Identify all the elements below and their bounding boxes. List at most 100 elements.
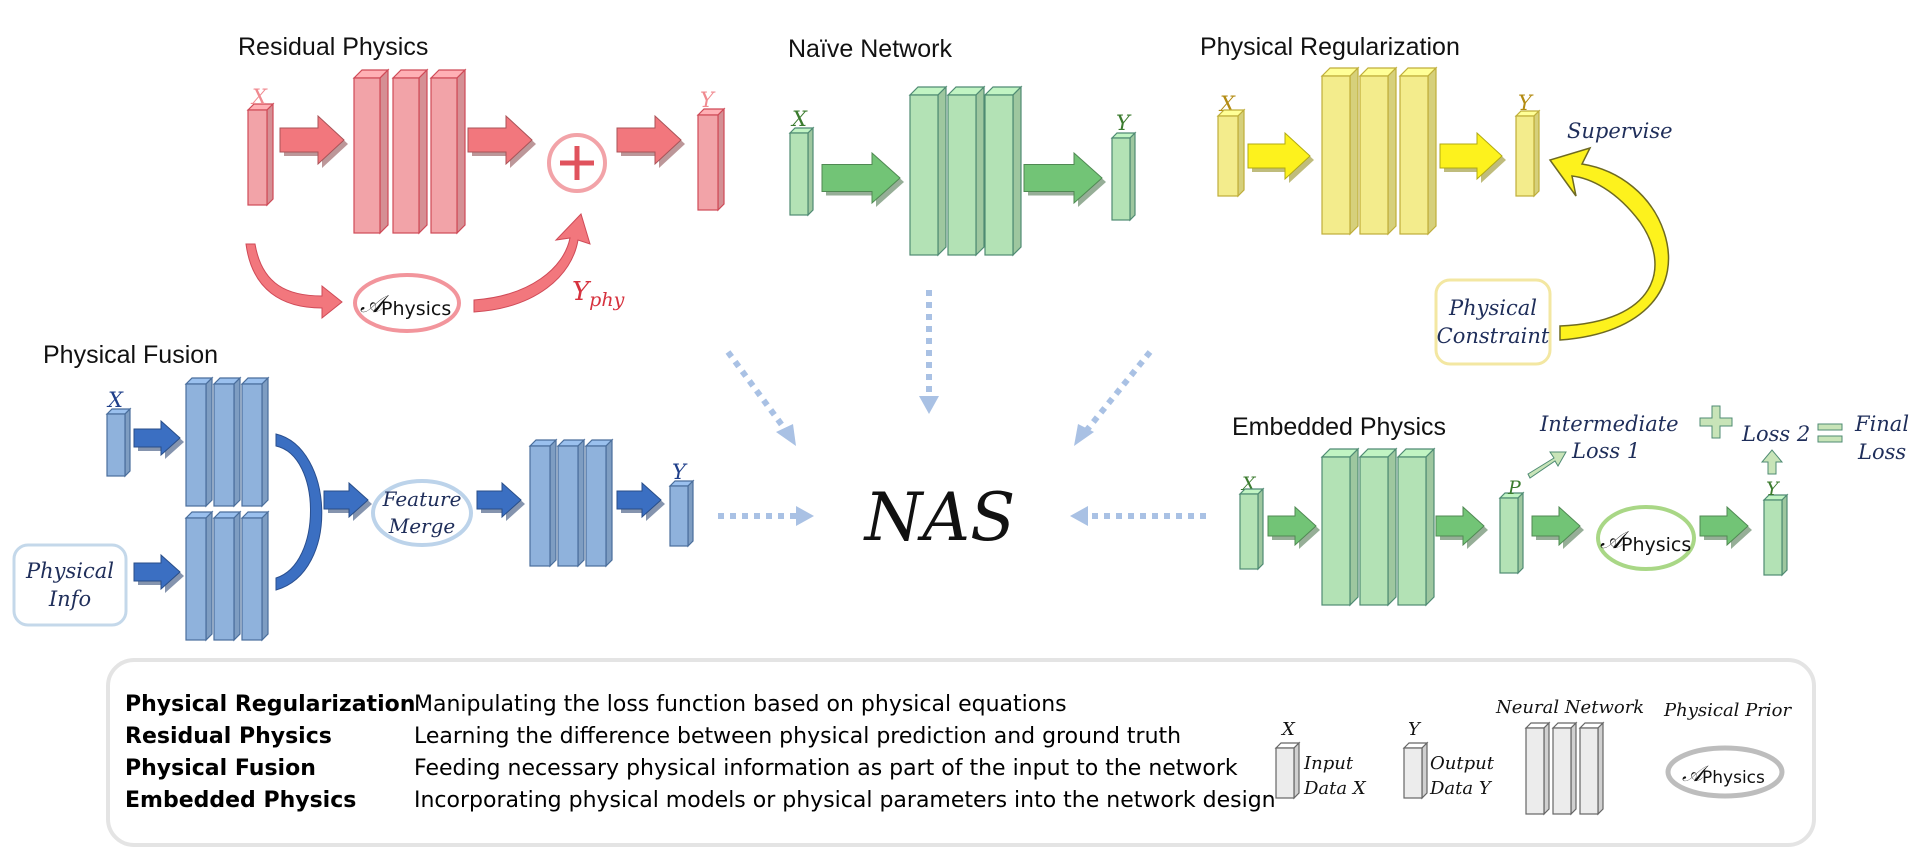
emb-arrow-4 <box>1699 505 1752 549</box>
residual-layer-1 <box>352 68 390 235</box>
legend-term-3: Physical Fusion <box>125 756 316 781</box>
dotted-arrows <box>718 290 1206 526</box>
fusion-y-label: Y <box>672 460 688 484</box>
emb-layer-2 <box>1358 447 1398 607</box>
naive-arrow-2 <box>1023 151 1106 207</box>
fusion-bottom-layer-2 <box>212 510 242 642</box>
equals-icon-bottom <box>1817 435 1843 443</box>
fusion-top-layer-2 <box>212 376 242 508</box>
naive-arrow-1 <box>821 151 904 207</box>
loss2-label: Loss 2 <box>1741 422 1810 446</box>
residual-physics-model <box>353 273 461 333</box>
reg-layer-2 <box>1358 66 1398 236</box>
dotted-arrow-naive-head <box>919 396 939 414</box>
residual-arrow-3 <box>616 114 685 168</box>
legend-desc-1: Manipulating the loss function based on … <box>414 692 1067 717</box>
dotted-arrow-regularization-head <box>1074 424 1094 446</box>
naive-layer-1 <box>908 85 948 257</box>
final-loss-line-2: Loss <box>1857 440 1906 464</box>
legend: Physical Regularization Residual Physics… <box>106 658 1816 847</box>
residual-physics-word: Physics <box>381 298 451 320</box>
fusion-merge-bracket <box>275 433 323 591</box>
fusion-net-layer-1 <box>528 438 558 568</box>
residual-x-label: X <box>250 85 268 109</box>
emb-physics-word: Physics <box>1621 534 1691 556</box>
loss2-arrow <box>1760 449 1784 475</box>
residual-layer-3 <box>429 68 467 235</box>
title-physical-regularization: Physical Regularization <box>1200 33 1460 61</box>
residual-arrow-2 <box>467 114 536 168</box>
residual-input-block <box>246 102 275 207</box>
legend-input-block <box>1274 741 1301 800</box>
emb-output-block <box>1762 493 1789 577</box>
naive-output-block <box>1110 131 1137 222</box>
embedded-physics-model <box>1596 505 1696 571</box>
naive-layer-3 <box>983 85 1023 257</box>
emb-p-block <box>1498 491 1525 575</box>
emb-y-label: Y <box>1766 478 1781 500</box>
title-embedded-physics: Embedded Physics <box>1232 413 1446 441</box>
legend-output-line-1: Output <box>1430 753 1495 774</box>
legend-neural-network-label: Neural Network <box>1495 697 1644 718</box>
dotted-arrow-residual <box>725 350 793 438</box>
legend-term-4: Embedded Physics <box>125 788 356 813</box>
nas-label: NAS <box>863 479 1016 556</box>
residual-curve-arrow-out <box>473 213 591 313</box>
title-physical-fusion: Physical Fusion <box>43 341 218 369</box>
dotted-arrow-residual-head <box>776 424 796 446</box>
legend-output-block <box>1402 741 1429 800</box>
naive-input-block <box>788 126 815 217</box>
residual-y-label: Y <box>700 88 716 112</box>
equals-icon-top <box>1817 423 1843 431</box>
legend-physics-word: Physics <box>1702 768 1765 788</box>
legend-physics-model <box>1665 745 1785 799</box>
emb-layer-1 <box>1320 447 1360 607</box>
fusion-top-layer-3 <box>240 376 270 508</box>
legend-desc-4: Incorporating physical models or physica… <box>414 788 1276 813</box>
fusion-arrow-1 <box>133 419 184 459</box>
legend-y-label: Y <box>1408 719 1422 740</box>
intermediate-loss-line-1: Intermediate <box>1539 412 1679 436</box>
fusion-net-layer-3 <box>584 438 614 568</box>
naive-layer-2 <box>946 85 986 257</box>
fusion-output-block <box>668 479 695 548</box>
dotted-arrow-regularization <box>1079 350 1153 438</box>
title-naive-network: Naïve Network <box>788 35 952 63</box>
feature-merge-line-1: Feature <box>382 487 462 511</box>
fusion-x-label: X <box>106 388 124 412</box>
emb-input-block <box>1238 487 1265 571</box>
reg-output-block <box>1514 109 1541 198</box>
legend-input-line-1: Input <box>1303 753 1354 774</box>
physical-info-line-2: Info <box>48 587 91 611</box>
physical-fusion-group: X Physical Info Feature Merge Y <box>12 376 695 642</box>
residual-physics-group: X Y 𝒜 Physics Yphy <box>245 68 726 333</box>
residual-curve-arrow-in <box>245 243 343 320</box>
reg-y-label: Y <box>1518 91 1534 115</box>
fusion-input-block <box>105 407 132 478</box>
fusion-bottom-layer-3 <box>240 510 270 642</box>
legend-frame <box>106 658 1816 847</box>
legend-x-label: X <box>1280 719 1296 740</box>
emb-arrow-2 <box>1435 505 1488 549</box>
physical-constraint-line-2: Constraint <box>1437 324 1550 348</box>
embedded-physics-group: X P 𝒜 Physics Y Intermediate Loss 1 Loss… <box>1238 405 1909 607</box>
reg-layer-1 <box>1320 66 1360 236</box>
naive-y-label: Y <box>1116 111 1132 135</box>
legend-desc-2: Learning the difference between physical… <box>414 724 1181 749</box>
fusion-arrow-3 <box>323 481 372 521</box>
supervise-curve-arrow <box>1548 146 1670 341</box>
physical-info-box <box>12 543 128 627</box>
legend-nn-layer-2 <box>1551 721 1578 816</box>
legend-term-1: Physical Regularization <box>125 692 415 717</box>
legend-nn-layer-1 <box>1524 721 1551 816</box>
dotted-arrow-fusion-head <box>796 506 814 526</box>
dotted-arrow-embedded-head <box>1070 506 1088 526</box>
fusion-net-layer-2 <box>556 438 586 568</box>
reg-layer-3 <box>1398 66 1438 236</box>
fusion-arrow-4 <box>476 481 525 521</box>
emb-p-label: P <box>1507 477 1522 499</box>
residual-output-block <box>696 107 726 212</box>
emb-layer-3 <box>1396 447 1436 607</box>
naive-x-label: X <box>790 107 808 131</box>
feature-merge-line-2: Merge <box>388 514 456 538</box>
